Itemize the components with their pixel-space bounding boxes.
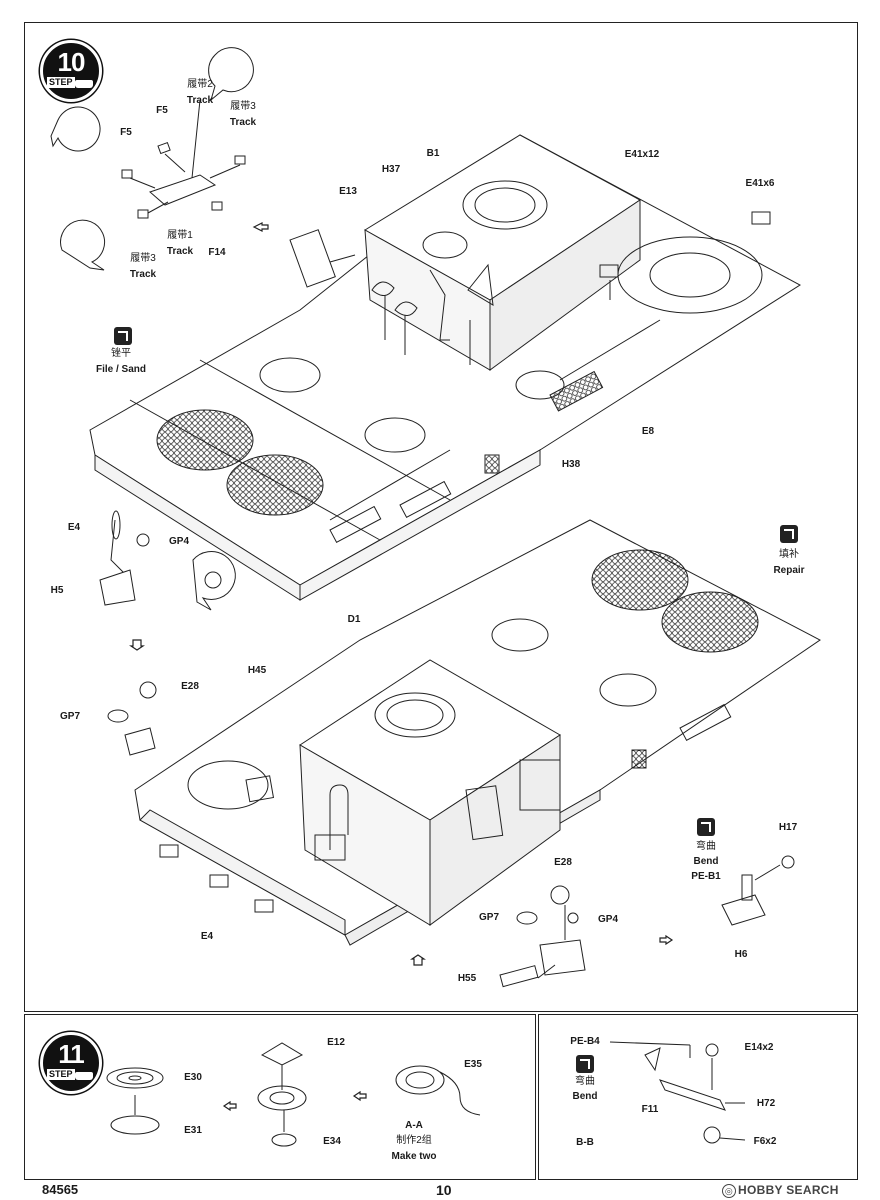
step11-word: STEP: [47, 1069, 75, 1080]
label-bb-bend-cn: 弯曲: [575, 1076, 595, 1087]
label-b1: B1: [426, 148, 440, 159]
page-number: 10: [436, 1182, 452, 1198]
label-h38: H38: [561, 459, 581, 470]
label-e28-left: E28: [181, 681, 199, 692]
label-e41x12: E41x12: [624, 149, 660, 160]
repair-icon: [780, 525, 798, 543]
watermark-logo-icon: ◎: [722, 1184, 736, 1198]
label-h72: H72: [756, 1098, 776, 1109]
track-link-assembly: [50, 47, 254, 271]
label-file-sand-cn: 锉平: [111, 348, 131, 359]
product-code: 84565: [42, 1182, 79, 1197]
label-repair-en: Repair: [773, 565, 805, 576]
label-gp4-top: GP4: [168, 536, 190, 547]
label-h55: H55: [457, 973, 477, 984]
label-d1: D1: [347, 614, 361, 625]
label-h45: H45: [247, 665, 267, 676]
step11-badge: 11 STEP: [40, 1032, 102, 1094]
step10-panel: [24, 22, 858, 1012]
label-e30: E30: [184, 1072, 202, 1083]
upper-hull-deck: [89, 134, 801, 601]
e28-h55-subassembly: [499, 885, 586, 988]
step11-number: 11: [58, 1039, 85, 1069]
upper-exploded-parts: [289, 211, 771, 365]
file-sand-icon: [114, 327, 132, 345]
step10-word: STEP: [47, 77, 75, 88]
step11-parts: [106, 1042, 481, 1147]
label-track1-cn: 履带1: [167, 230, 193, 241]
e4-h5-subassembly: [99, 510, 236, 611]
label-track1-en: Track: [166, 246, 194, 257]
bend-icon: [576, 1055, 594, 1073]
label-gp7-left: GP7: [59, 711, 81, 722]
label-aa: A-A: [405, 1120, 423, 1131]
label-gp4-right: GP4: [597, 914, 619, 925]
label-f5-top: F5: [156, 105, 168, 116]
label-e4-top: E4: [67, 522, 81, 533]
lower-hull: [107, 519, 821, 946]
label-e34: E34: [323, 1136, 341, 1147]
watermark: ◎HOBBY SEARCH: [722, 1183, 839, 1198]
label-e14x2: E14x2: [744, 1042, 774, 1053]
label-e13: E13: [339, 186, 357, 197]
label-bb: B-B: [576, 1137, 594, 1148]
step10-badge: 10 STEP: [40, 40, 102, 102]
label-track3-top-cn: 履带3: [230, 101, 256, 112]
label-gp7-right: GP7: [478, 912, 500, 923]
label-bend-en: Bend: [693, 856, 719, 867]
label-track3-bot-cn: 履带3: [130, 253, 156, 264]
label-h37: H37: [381, 164, 401, 175]
tank-icon: [75, 80, 93, 88]
label-e31: E31: [184, 1125, 202, 1136]
label-track2-cn: 履带2: [187, 79, 213, 90]
label-f6x2: F6x2: [753, 1136, 777, 1147]
label-h17: H17: [778, 822, 798, 833]
label-make-two-en: Make two: [391, 1151, 437, 1162]
label-f14: F14: [208, 247, 226, 258]
label-e4-bottom: E4: [200, 931, 214, 942]
label-repair-cn: 填补: [779, 549, 799, 560]
label-track2-en: Track: [186, 95, 214, 106]
label-make-two-cn: 制作2组: [396, 1135, 432, 1146]
subassembly-bb-panel: [538, 1014, 858, 1180]
label-f5-left: F5: [120, 127, 132, 138]
label-h5: H5: [50, 585, 64, 596]
label-e8: E8: [641, 426, 655, 437]
label-e35: E35: [464, 1059, 482, 1070]
label-e41x6: E41x6: [745, 178, 775, 189]
label-pe-b4: PE-B4: [570, 1036, 600, 1047]
h6-subassembly: [721, 855, 795, 926]
bb-parts: [609, 1041, 746, 1144]
label-e12: E12: [327, 1037, 345, 1048]
bend-icon: [697, 818, 715, 836]
label-h6: H6: [734, 949, 748, 960]
label-bb-bend-en: Bend: [572, 1091, 598, 1102]
step11-panel: [24, 1014, 536, 1180]
label-track3-top-en: Track: [229, 117, 257, 128]
label-e28-right: E28: [554, 857, 572, 868]
direction-arrows: [129, 222, 674, 1112]
tank-icon: [75, 1072, 93, 1080]
label-f11: F11: [641, 1104, 659, 1115]
label-track3-bot-en: Track: [129, 269, 157, 280]
step10-number: 10: [57, 47, 86, 77]
label-bend-cn: 弯曲: [696, 841, 716, 852]
label-file-sand-en: File / Sand: [95, 364, 147, 375]
label-pe-b1: PE-B1: [691, 871, 721, 882]
watermark-text: HOBBY SEARCH: [738, 1183, 839, 1197]
